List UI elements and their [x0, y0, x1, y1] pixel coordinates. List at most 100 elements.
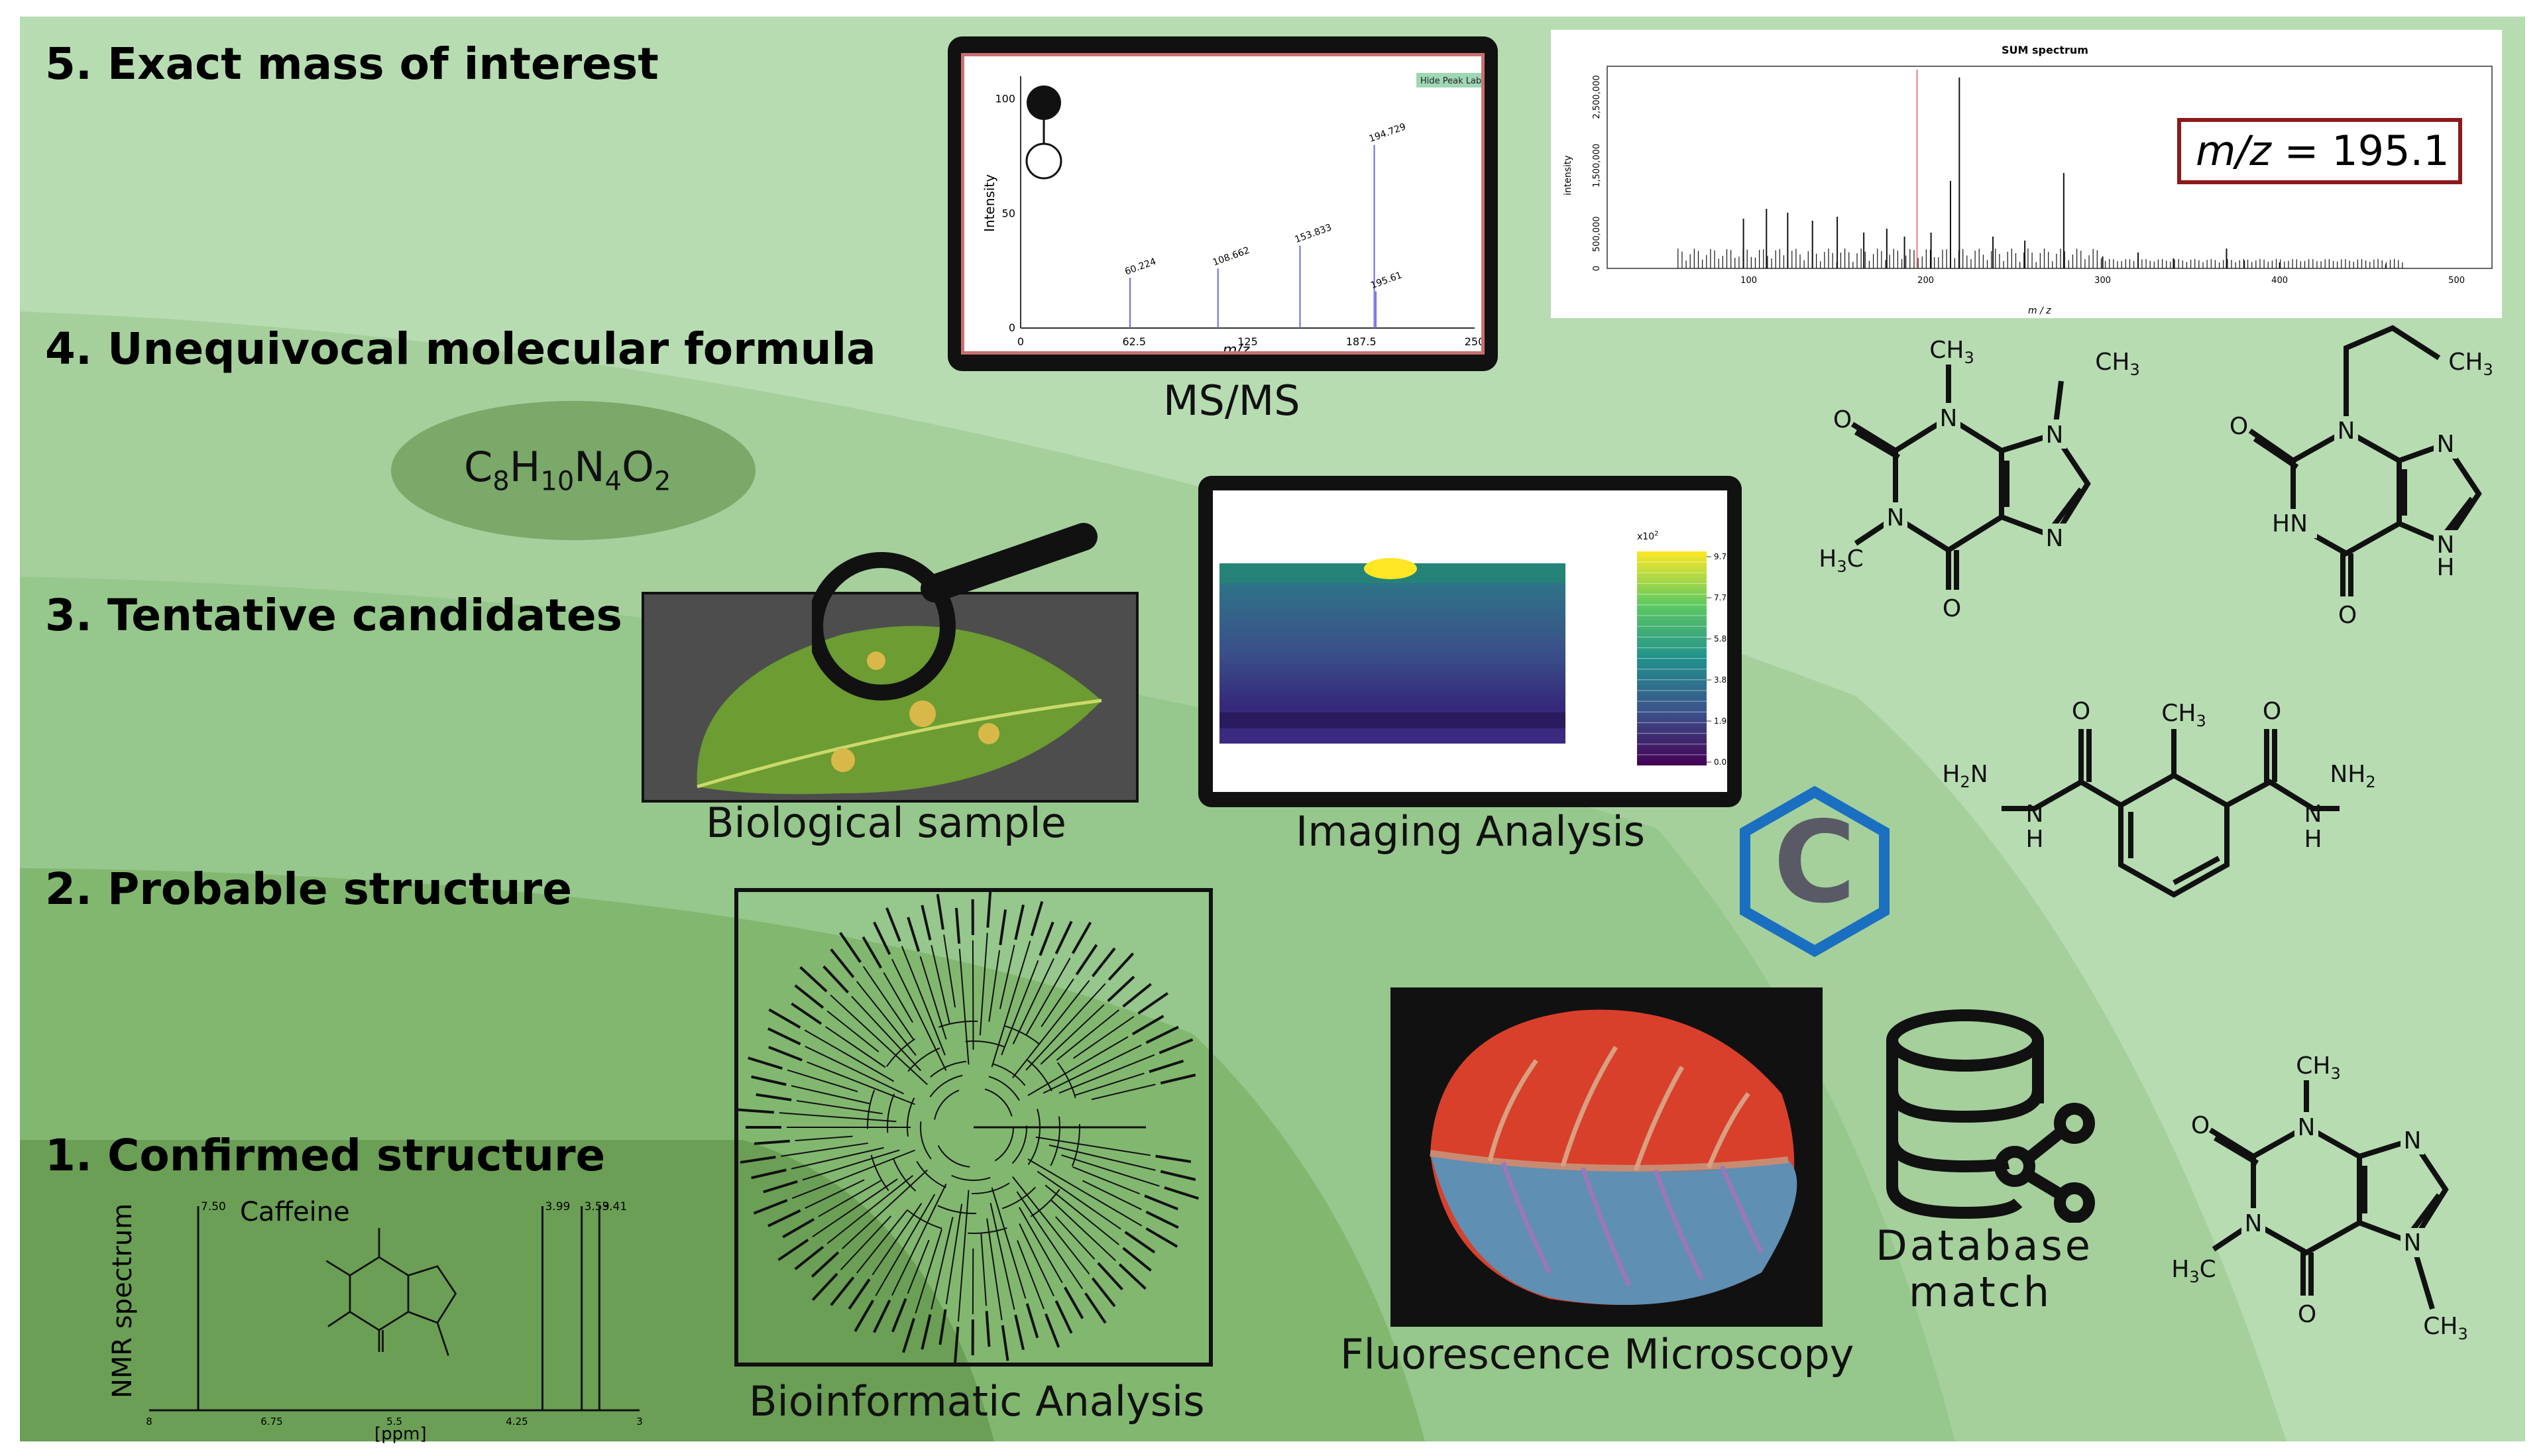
mol-a-h3c: H3C	[1819, 545, 1864, 576]
tree-branch	[1048, 1144, 1156, 1171]
tree-branch	[991, 940, 1031, 1068]
hide-peak-labels-label: Hide Peak Labels	[1420, 76, 1485, 86]
tree-branch	[957, 1190, 970, 1322]
msms-ylabel: Intensity	[982, 174, 997, 232]
tree-branch	[802, 1149, 900, 1181]
tree-branch	[1025, 958, 1071, 1035]
mol-c-h2: H	[2304, 826, 2322, 853]
mol-a-ch3-2: CH3	[2095, 349, 2140, 379]
tree-leaf-label-mark	[754, 1139, 790, 1145]
tree-leaf-label-mark	[1064, 1286, 1084, 1319]
nmr-caffeine-structure	[325, 1228, 457, 1356]
fluorescence-caption: Fluorescence Microscopy	[1340, 1330, 1854, 1378]
msms-peak-label: 108.662	[1212, 245, 1251, 268]
tree-branch	[907, 1239, 930, 1294]
msms-x-tick: 250	[1465, 335, 1485, 348]
msms-caption: MS/MS	[1163, 376, 1300, 425]
nmr-compound-label: Caffeine	[240, 1197, 350, 1227]
tree-leaf-label-mark	[756, 1093, 792, 1101]
tree-leaf-label-mark	[794, 1245, 824, 1270]
mol-b-n3: N	[2437, 431, 2455, 458]
nmr-peak-label: 3.41	[602, 1200, 627, 1213]
colorbar-tick: 0.00	[1714, 757, 1727, 767]
tree-branch	[779, 1112, 897, 1123]
tree-branch	[804, 1029, 895, 1082]
mol-b-ch3: CH3	[2448, 349, 2493, 379]
mol-c-o1: O	[2072, 698, 2090, 725]
msms-x-tick: 62.5	[1122, 335, 1146, 348]
tree-branch	[986, 1218, 1003, 1321]
tree-branch	[1075, 1072, 1145, 1096]
tree-branch	[818, 1180, 881, 1217]
tree-branch	[825, 1026, 886, 1068]
colorbar-tick: 9.71	[1714, 552, 1727, 561]
tree-leaf-label-mark	[1145, 1227, 1178, 1248]
hide-peak-labels-button[interactable]	[1416, 73, 1485, 87]
nmr-ylabel: NMR spectrum	[107, 1204, 138, 1398]
tree-branch	[805, 1179, 865, 1209]
tree-branch	[931, 945, 950, 1024]
level-3-label: 3. Tentative candidates	[45, 590, 622, 641]
biological-caption: Biological sample	[706, 799, 1066, 847]
mz-value-box: m/z = 195.1	[2177, 118, 2462, 184]
tree-leaf-label-mark	[1137, 991, 1168, 1015]
tree-branch	[931, 1217, 954, 1310]
tree-branch	[891, 958, 947, 1071]
mol-d-ch3-2: CH3	[2423, 1313, 2468, 1343]
sum-y-tick: 1,500,000	[1592, 144, 1602, 188]
tree-branch	[851, 995, 921, 1072]
colorbar-tick: 1.94	[1714, 716, 1727, 726]
tree-branch	[991, 1187, 1027, 1299]
mol-d-o1: O	[2191, 1112, 2210, 1139]
tree-leaf-label-mark	[921, 1314, 932, 1350]
tree-branch	[1050, 1200, 1117, 1261]
msms-y-tick: 50	[1002, 207, 1015, 219]
mol-d-h3c: H3C	[2171, 1256, 2216, 1286]
tree-leaf-label-mark	[873, 921, 891, 955]
colorbar-tick: 3.88	[1714, 675, 1727, 685]
tree-branch	[958, 948, 970, 1065]
tree-branch	[915, 1229, 943, 1314]
msms-peak-label: 60.224	[1123, 256, 1158, 278]
phylo-tree-frame	[734, 888, 1213, 1367]
bioinfo-caption: Bioinformatic Analysis	[749, 1377, 1205, 1426]
tree-leaf-label-mark	[1071, 921, 1092, 954]
tree-leaf-label-mark	[862, 936, 883, 969]
tree-branch	[791, 1149, 915, 1200]
tree-branch	[1061, 1154, 1160, 1187]
tree-leaf-label-mark	[954, 1326, 960, 1363]
database-caption-line2: match	[1909, 1268, 2053, 1316]
sum-x-tick: 100	[1740, 276, 1757, 286]
tree-leaf-label-mark	[751, 1075, 787, 1086]
colorbar-tick: 5.83	[1714, 634, 1727, 644]
tree-branch	[990, 1202, 1015, 1310]
tree-branch	[999, 944, 1015, 1009]
tree-branch	[812, 1178, 898, 1238]
tree-branch	[901, 946, 946, 1056]
msms-chart: Hide Peak Labels 062.5125187.5250050100 …	[961, 53, 1485, 355]
mol-a-o1: O	[1833, 406, 1852, 433]
tree-leaf-label-mark	[839, 932, 862, 964]
nmr-xlabel: [ppm]	[374, 1424, 427, 1444]
tree-leaf-label-mark	[1054, 921, 1073, 954]
tree-leaf-label-mark	[768, 1046, 803, 1062]
tree-branch	[1082, 1180, 1142, 1210]
tree-branch	[791, 1147, 884, 1170]
precursor-ion-icon	[1027, 85, 1061, 120]
nmr-x-tick: 6.75	[260, 1416, 282, 1428]
tree-leaf-label-mark	[1107, 952, 1135, 981]
tree-leaf-label-mark	[1054, 1300, 1073, 1334]
mol-b-n4: N	[2437, 532, 2455, 559]
tree-branch	[856, 981, 917, 1056]
tree-branch	[1019, 1223, 1054, 1297]
sum-y-tick: 2,500,000	[1592, 75, 1602, 119]
tree-branch	[787, 1069, 858, 1093]
mol-c-n1: N	[2026, 801, 2044, 828]
tree-branch	[826, 1010, 879, 1052]
sum-ylabel: intensity	[1563, 155, 1573, 196]
mol-a-n4: N	[2046, 525, 2064, 552]
tree-leaf-label-mark	[1045, 1313, 1060, 1348]
imaging-caption: Imaging Analysis	[1296, 807, 1646, 856]
tree-leaf-label-mark	[777, 1239, 809, 1261]
